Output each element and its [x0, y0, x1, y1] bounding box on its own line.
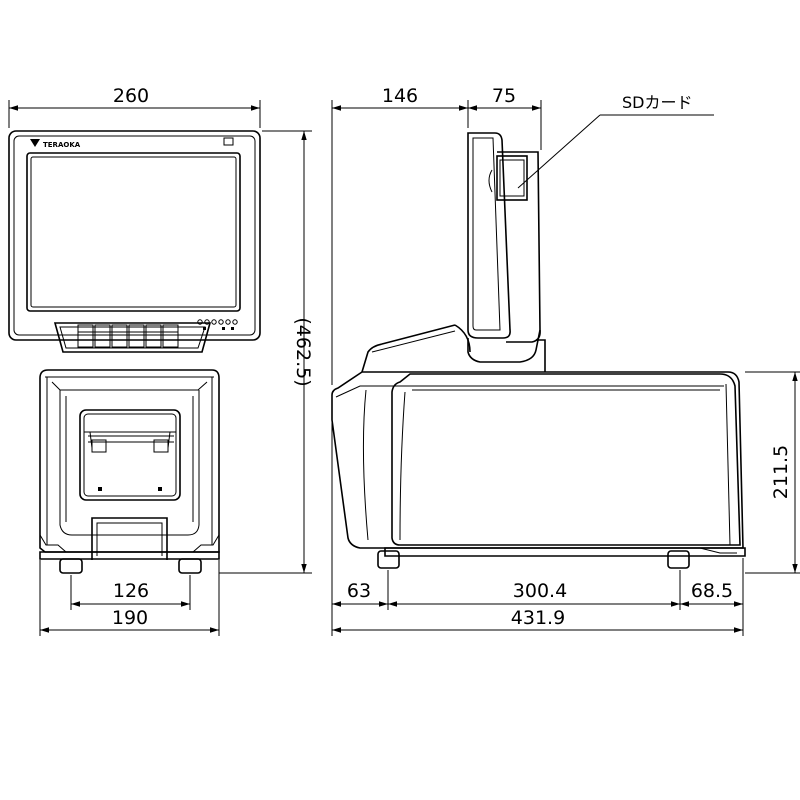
side-foot-right: [667, 550, 690, 569]
dim-126: 126: [113, 580, 149, 602]
bezel-buttons: [197, 319, 238, 330]
monitor-screen: [26, 152, 241, 312]
sd-card-label: SDカード: [622, 93, 692, 112]
dim-146: 146: [382, 85, 418, 107]
main-body: [331, 371, 744, 549]
dim-63: 63: [347, 580, 371, 602]
monitor-bezel: [8, 130, 261, 341]
left-foot: [59, 558, 83, 574]
base-body: [39, 369, 220, 553]
dim-431-9: 431.9: [511, 607, 565, 629]
monitor-bezel-inner: [13, 135, 256, 336]
right-foot: [178, 558, 202, 574]
status-led: [223, 137, 234, 146]
logo-text: TERAOKA: [43, 141, 81, 149]
dim-75: 75: [492, 85, 516, 107]
printer-window: [79, 409, 181, 501]
keypad-keys: [77, 324, 179, 348]
side-dimensions: 146 75 SDカード 211.5 63 300.4 68.5 431.9: [331, 85, 800, 636]
dim-190: 190: [112, 607, 148, 629]
neck-keypad: [53, 322, 212, 353]
display-panel: [467, 132, 511, 339]
dim-300-4: 300.4: [513, 580, 567, 602]
dim-211-5: 211.5: [770, 445, 792, 499]
side-foot-left: [377, 550, 400, 569]
dim-260: 260: [113, 85, 149, 107]
dim-462-5: (462.5): [292, 317, 314, 386]
side-view: [331, 132, 746, 569]
front-view: TERAOKA: [8, 130, 261, 574]
stand: [467, 329, 541, 363]
dim-68-5: 68.5: [691, 580, 733, 602]
lower-tray: [91, 517, 168, 560]
logo-icon: [30, 139, 40, 147]
front-dimensions: 260 (462.5) 126 190: [8, 85, 314, 636]
